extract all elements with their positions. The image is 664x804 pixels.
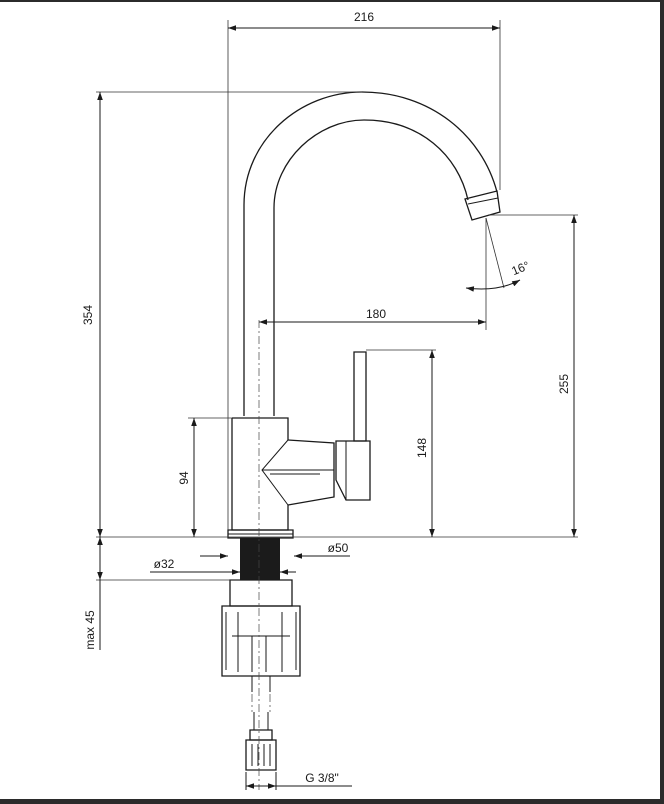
dimension-labels: 216 354 255 180 148 94 max 45 ø50 ø32 16…: [81, 10, 571, 785]
frame-bottom-border: [0, 799, 664, 804]
label-body-height: 94: [177, 471, 191, 485]
frame-right-border: [660, 0, 664, 804]
label-handle-height: 148: [415, 438, 429, 458]
label-spout-height: 255: [557, 374, 571, 394]
dim-arc-16deg: [465, 279, 521, 292]
dimension-lines: [97, 25, 577, 790]
label-base-diameter: ø50: [328, 541, 349, 555]
mounting-gasket: [240, 538, 280, 580]
frame-top-border: [0, 0, 664, 2]
extension-lines: [96, 20, 578, 581]
label-max-mount: max 45: [83, 610, 97, 650]
faucet-outline: [221, 91, 501, 771]
label-overall-reach: 216: [354, 10, 374, 24]
label-overall-height: 354: [81, 305, 95, 325]
label-spout-angle: 16°: [509, 258, 531, 278]
label-shank-diameter: ø32: [154, 557, 175, 571]
label-spout-reach: 180: [366, 307, 386, 321]
label-connection-thread: G 3/8": [305, 771, 339, 785]
